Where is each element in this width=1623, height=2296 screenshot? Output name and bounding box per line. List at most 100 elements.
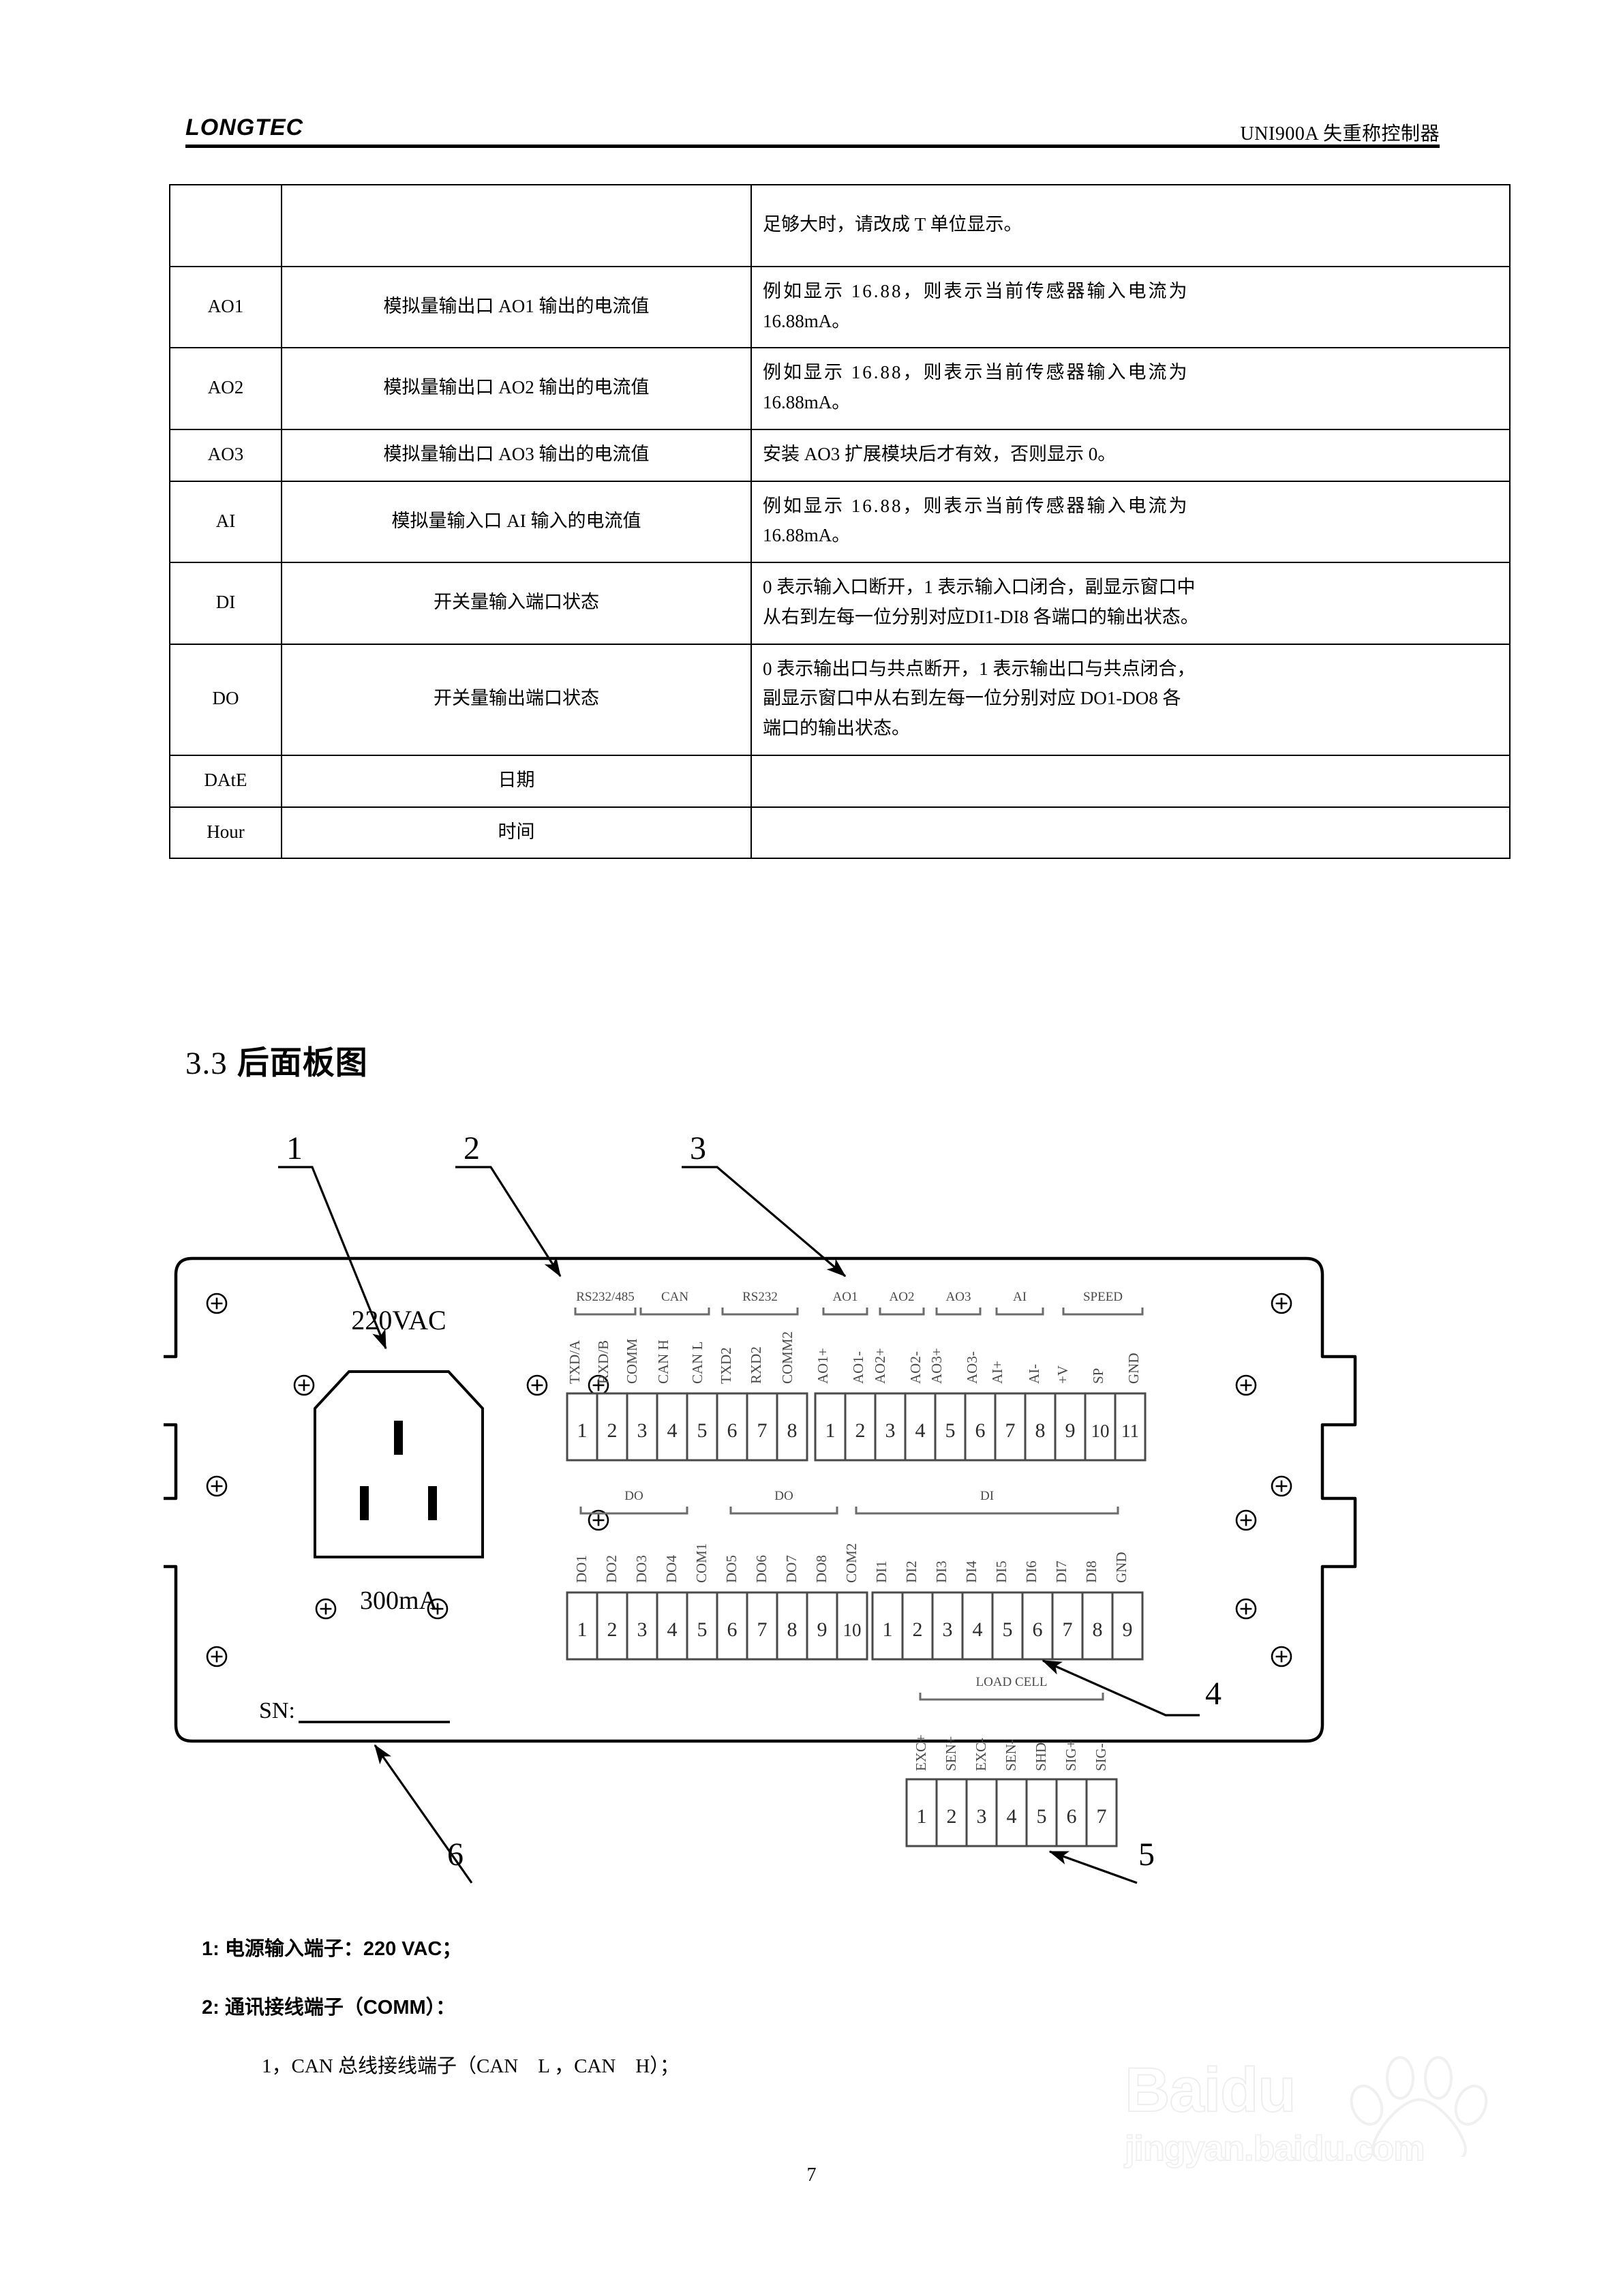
cell-note: 例如显示 16.88，则表示当前传感器输入电流为 16.88mA。 <box>750 347 1511 430</box>
svg-text:3: 3 <box>885 1419 896 1442</box>
svg-text:6: 6 <box>727 1419 738 1442</box>
terminal-block-load-cell[interactable]: 1 2 3 4 5 6 7 <box>905 1778 1118 1847</box>
svg-text:1: 1 <box>825 1419 836 1442</box>
svg-text:COMM: COMM <box>624 1338 640 1384</box>
svg-text:AO2+: AO2+ <box>872 1348 888 1384</box>
header-rule <box>185 145 1440 148</box>
svg-text:3: 3 <box>637 1419 648 1442</box>
svg-text:DO: DO <box>624 1489 643 1503</box>
cell-desc <box>281 184 752 267</box>
svg-text:2: 2 <box>913 1618 923 1641</box>
svg-text:AO1: AO1 <box>833 1290 858 1304</box>
svg-text:2: 2 <box>855 1419 866 1442</box>
svg-text:AI: AI <box>1013 1290 1027 1304</box>
row3-group-brackets: LOAD CELL <box>919 1675 1104 1701</box>
cell-note: 安装 AO3 扩展模块后才有效，否则显示 0。 <box>750 428 1511 482</box>
note-line: 例如显示 16.88，则表示当前传感器输入电流为 <box>763 362 1189 383</box>
callout-6: 6 <box>447 1837 464 1873</box>
svg-text:4: 4 <box>915 1419 926 1442</box>
cell-code: AO2 <box>169 347 282 430</box>
caption-list: 1: 电源输入端子：220 VAC； 2: 通讯接线端子（COMM）： 1，CA… <box>202 1933 1361 2109</box>
watermark-domain: jingyan.baidu.com <box>1124 2128 1426 2169</box>
svg-text:EXC+: EXC+ <box>913 1734 929 1771</box>
cell-note <box>750 754 1511 808</box>
header-product-title: UNI900A 失重称控制器 <box>1240 123 1440 145</box>
svg-text:AO3-: AO3- <box>964 1351 980 1384</box>
table-row: AO2 模拟量输出口 AO2 输出的电流值 例如显示 16.88，则表示当前传感… <box>169 347 1511 430</box>
note-line: 足够大时，请改成 T 单位显示。 <box>763 214 1022 235</box>
cell-code: AO1 <box>169 265 282 349</box>
table-row: Hour 时间 <box>169 806 1511 860</box>
svg-text:3: 3 <box>943 1618 953 1641</box>
caption-item-1: 1: 电源输入端子：220 VAC； <box>202 1938 462 1960</box>
note-line: 从右到左每一位分别对应DI1-DI8 各端口的输出状态。 <box>763 606 1199 627</box>
callout-numbers: 1 2 3 4 5 6 <box>286 1132 1222 1873</box>
table-row: DO 开关量输出端口状态 0 表示输出口与共点断开，1 表示输出口与共点闭合， … <box>169 643 1511 756</box>
svg-text:6: 6 <box>1067 1805 1077 1828</box>
svg-text:1: 1 <box>577 1618 588 1641</box>
cell-code: AI <box>169 480 282 564</box>
table-body: 足够大时，请改成 T 单位显示。 AO1 模拟量输出口 AO1 输出的电流值 例… <box>169 184 1511 860</box>
svg-text:DI8: DI8 <box>1083 1560 1099 1583</box>
row1-pin-labels: TXD/A RXD/B COMM CAN H CAN L TXD2 RXD2 C… <box>566 1331 1142 1384</box>
table-row: AO3 模拟量输出口 AO3 输出的电流值 安装 AO3 扩展模块后才有效，否则… <box>169 428 1511 482</box>
svg-text:RXD2: RXD2 <box>748 1346 764 1384</box>
rear-panel-diagram: 220VAC 300mA SN: RS232/485 CAN RS232 AO1… <box>164 1132 1459 1895</box>
svg-text:DI2: DI2 <box>903 1560 920 1583</box>
svg-text:8: 8 <box>1035 1419 1046 1442</box>
note-line: 端口的输出状态。 <box>763 718 910 739</box>
svg-text:RXD/B: RXD/B <box>595 1340 611 1384</box>
cell-desc: 模拟量输出口 AO3 输出的电流值 <box>281 428 752 482</box>
svg-text:SIG+: SIG+ <box>1063 1740 1079 1771</box>
cell-code: Hour <box>169 806 282 860</box>
note-line: 16.88mA。 <box>763 392 851 413</box>
row2-group-brackets: DO DO DI <box>579 1489 1119 1515</box>
note-line: 16.88mA。 <box>763 310 851 331</box>
svg-text:LOAD CELL: LOAD CELL <box>975 1675 1047 1689</box>
row3-pin-labels: EXC+ SEN+ EXC- SEN- SHD SIG+ SIG- <box>913 1734 1109 1771</box>
svg-text:5: 5 <box>1037 1805 1047 1828</box>
cell-note: 例如显示 16.88，则表示当前传感器输入电流为 16.88mA。 <box>750 265 1511 349</box>
cell-note: 例如显示 16.88，则表示当前传感器输入电流为 16.88mA。 <box>750 480 1511 564</box>
section-heading: 3.3 后面板图 <box>185 1036 368 1083</box>
svg-text:CAN H: CAN H <box>655 1340 671 1384</box>
svg-text:DO4: DO4 <box>663 1555 680 1583</box>
svg-text:SEN-: SEN- <box>1003 1739 1019 1771</box>
svg-text:DI7: DI7 <box>1053 1560 1070 1583</box>
svg-text:SEN+: SEN+ <box>943 1736 959 1771</box>
svg-text:6: 6 <box>727 1618 738 1641</box>
terminal-block-row2-right[interactable]: 1 2 3 4 5 6 7 8 9 <box>871 1591 1144 1661</box>
svg-text:SPEED: SPEED <box>1083 1290 1123 1304</box>
svg-text:SIG-: SIG- <box>1093 1743 1109 1771</box>
cell-note: 足够大时，请改成 T 单位显示。 <box>750 184 1511 267</box>
cell-note <box>750 806 1511 860</box>
terminal-block-row2-left[interactable]: 1 2 3 4 5 6 7 8 9 10 <box>566 1591 868 1661</box>
svg-text:TXD2: TXD2 <box>718 1347 734 1384</box>
svg-text:5: 5 <box>697 1419 708 1442</box>
svg-text:DI4: DI4 <box>963 1560 980 1583</box>
note-line: 16.88mA。 <box>763 525 851 546</box>
svg-text:7: 7 <box>757 1618 768 1641</box>
svg-text:AO1+: AO1+ <box>815 1348 831 1384</box>
power-inlet-connector <box>314 1370 484 1558</box>
svg-text:8: 8 <box>787 1618 798 1641</box>
svg-text:11: 11 <box>1121 1421 1139 1441</box>
svg-text:2: 2 <box>607 1419 618 1442</box>
note-line: 例如显示 16.88，则表示当前传感器输入电流为 <box>763 281 1189 301</box>
svg-text:8: 8 <box>787 1419 798 1442</box>
svg-text:5: 5 <box>697 1618 708 1641</box>
note-line: 0 表示输出口与共点断开，1 表示输出口与共点闭合， <box>763 658 1196 679</box>
callout-1: 1 <box>286 1132 303 1166</box>
svg-text:RS232/485: RS232/485 <box>576 1290 635 1304</box>
svg-text:DI: DI <box>980 1489 994 1503</box>
svg-text:TXD/A: TXD/A <box>566 1340 583 1384</box>
svg-text:AO1-: AO1- <box>850 1351 866 1384</box>
svg-text:COM1: COM1 <box>693 1543 710 1583</box>
svg-text:GND: GND <box>1125 1353 1142 1385</box>
svg-text:DI1: DI1 <box>873 1560 890 1583</box>
cell-code: DO <box>169 643 282 756</box>
terminal-block-row1-right[interactable]: 1 2 3 4 5 6 7 8 9 10 11 <box>814 1392 1147 1462</box>
terminal-block-row1-left[interactable]: 1 2 3 4 5 6 7 8 <box>566 1392 808 1462</box>
svg-text:DI6: DI6 <box>1023 1560 1040 1583</box>
